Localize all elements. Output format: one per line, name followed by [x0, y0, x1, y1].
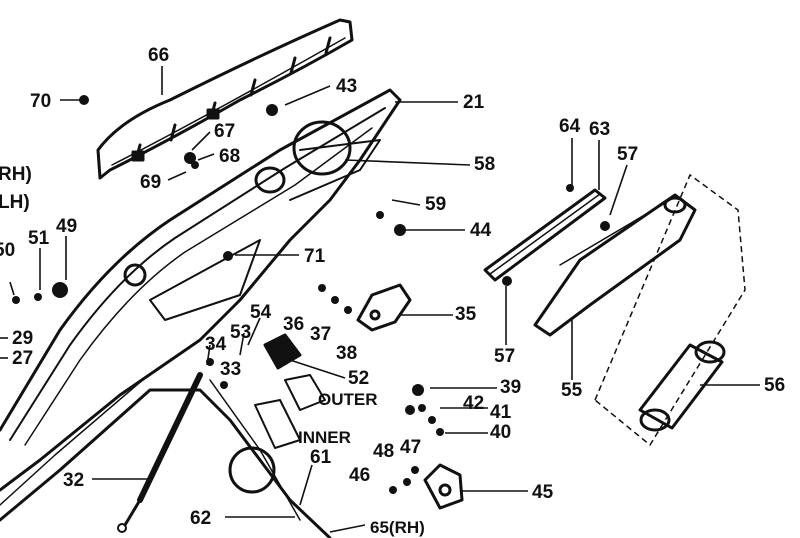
- callout-59: 59: [425, 194, 446, 215]
- leader-lines: [0, 66, 760, 533]
- callout-58: 58: [474, 154, 495, 175]
- callout-29: 29: [12, 328, 33, 349]
- callout-62: 62: [190, 508, 211, 529]
- callout-rh: RH): [0, 164, 32, 185]
- callout-61: 61: [310, 447, 332, 468]
- callout-44: 44: [470, 220, 492, 241]
- callout-48: 48: [373, 441, 394, 462]
- callout-lh: LH): [0, 192, 30, 213]
- callout-71: 71: [304, 246, 326, 267]
- callout-27: 27: [12, 348, 33, 369]
- callout-70: 70: [30, 91, 51, 112]
- callout-21: 21: [463, 92, 485, 113]
- callout-42: 42: [463, 393, 484, 414]
- callout-53: 53: [230, 322, 251, 343]
- callout-39: 39: [500, 377, 521, 398]
- callout-43: 43: [336, 76, 357, 97]
- callout-54: 54: [250, 302, 272, 323]
- gas-strut: [117, 372, 203, 533]
- hinge-bracket: [356, 283, 412, 332]
- callout-47: 47: [400, 437, 421, 458]
- callout-50: 50: [0, 240, 15, 261]
- callout-46: 46: [349, 465, 370, 486]
- callout-57-lower: 57: [494, 346, 515, 367]
- callout-41: 41: [490, 402, 512, 423]
- callout-33: 33: [220, 359, 241, 380]
- callout-57-upper: 57: [617, 144, 638, 165]
- callout-51: 51: [28, 228, 50, 249]
- lock-cylinder: [263, 333, 302, 370]
- lamp-assemblies: [123, 120, 352, 494]
- trim-strip: [483, 188, 607, 282]
- sleeve-tube: [638, 340, 726, 432]
- latch-assembly: [423, 463, 464, 510]
- rear-spoiler: [96, 18, 354, 180]
- callout-68: 68: [219, 146, 240, 167]
- tailgate-panel: [0, 88, 402, 538]
- callout-40: 40: [490, 422, 511, 443]
- callout-32: 32: [63, 470, 84, 491]
- striker-plates: [254, 374, 326, 449]
- callout-36: 36: [283, 314, 304, 335]
- callout-55: 55: [561, 380, 583, 401]
- callout-66: 66: [148, 45, 169, 66]
- callout-52: 52: [348, 368, 369, 389]
- callout-69: 69: [140, 172, 161, 193]
- callout-67: 67: [214, 121, 235, 142]
- callout-63: 63: [589, 119, 610, 140]
- callout-37: 37: [310, 324, 331, 345]
- callout-49: 49: [56, 216, 77, 237]
- assembly-boundary: [594, 173, 746, 447]
- callout-45: 45: [532, 482, 554, 503]
- callout-35: 35: [455, 304, 477, 325]
- callout-56: 56: [764, 375, 785, 396]
- callout-outer: OUTER: [318, 390, 378, 409]
- callout-34: 34: [205, 334, 227, 355]
- callout-65-rh: 65(RH): [370, 518, 425, 537]
- callout-inner: INNER: [298, 428, 351, 447]
- callout-labels: 66 70 43 21 67 68 69 64 63 57 58 59 44 R…: [0, 45, 785, 537]
- callout-64: 64: [559, 116, 581, 137]
- callout-38: 38: [336, 343, 357, 364]
